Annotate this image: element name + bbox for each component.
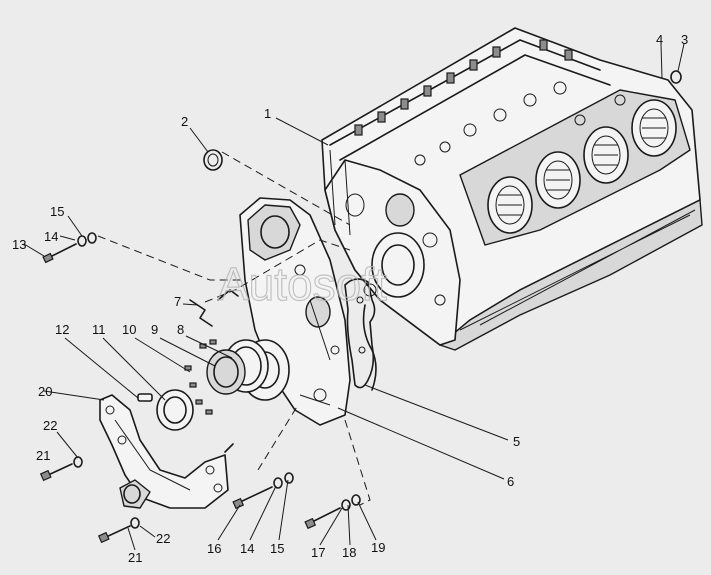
callout-3: 3 (681, 32, 688, 47)
cylinder-bores (487, 99, 677, 234)
callout-13: 13 (12, 237, 26, 252)
bolt-21-upper (39, 456, 83, 482)
callout-17: 17 (311, 545, 325, 560)
support-bracket (99, 394, 234, 509)
front-cover (239, 197, 351, 426)
callout-20: 20 (38, 384, 52, 399)
bolt-17 (304, 494, 361, 530)
gasket (344, 278, 376, 389)
bolt-16 (232, 472, 294, 510)
callout-9: 9 (151, 322, 158, 337)
callout-11: 11 (92, 322, 106, 337)
callout-15-bottom: 15 (270, 541, 284, 556)
bolt-13 (42, 232, 97, 264)
watermark-text: Autosoft (218, 258, 387, 310)
callout-22-upper: 22 (43, 418, 57, 433)
callout-21-lower: 21 (128, 550, 142, 565)
callout-14-bottom: 14 (240, 541, 254, 556)
callout-21-upper: 21 (36, 448, 50, 463)
callout-12: 12 (55, 322, 69, 337)
callout-8: 8 (177, 322, 184, 337)
engine-block (321, 27, 703, 391)
callout-4: 4 (656, 32, 663, 47)
callout-1: 1 (264, 106, 271, 121)
callout-5: 5 (513, 434, 520, 449)
callout-16: 16 (207, 541, 221, 556)
callout-14-top: 14 (44, 229, 58, 244)
assembly-lines (97, 151, 371, 506)
callout-22-lower: 22 (156, 531, 170, 546)
callout-2: 2 (181, 114, 188, 129)
callout-18: 18 (342, 545, 356, 560)
leader-lines (23, 43, 685, 551)
callout-10: 10 (122, 322, 136, 337)
seal-rings (137, 70, 682, 431)
callout-labels: 1 2 3 4 5 6 7 8 9 10 11 12 13 14 15 20 2… (12, 32, 688, 565)
callout-19: 19 (371, 540, 385, 555)
callout-7: 7 (174, 294, 181, 309)
callout-6: 6 (507, 474, 514, 489)
bolt-21-lower (97, 517, 140, 544)
callout-15-top: 15 (50, 204, 64, 219)
